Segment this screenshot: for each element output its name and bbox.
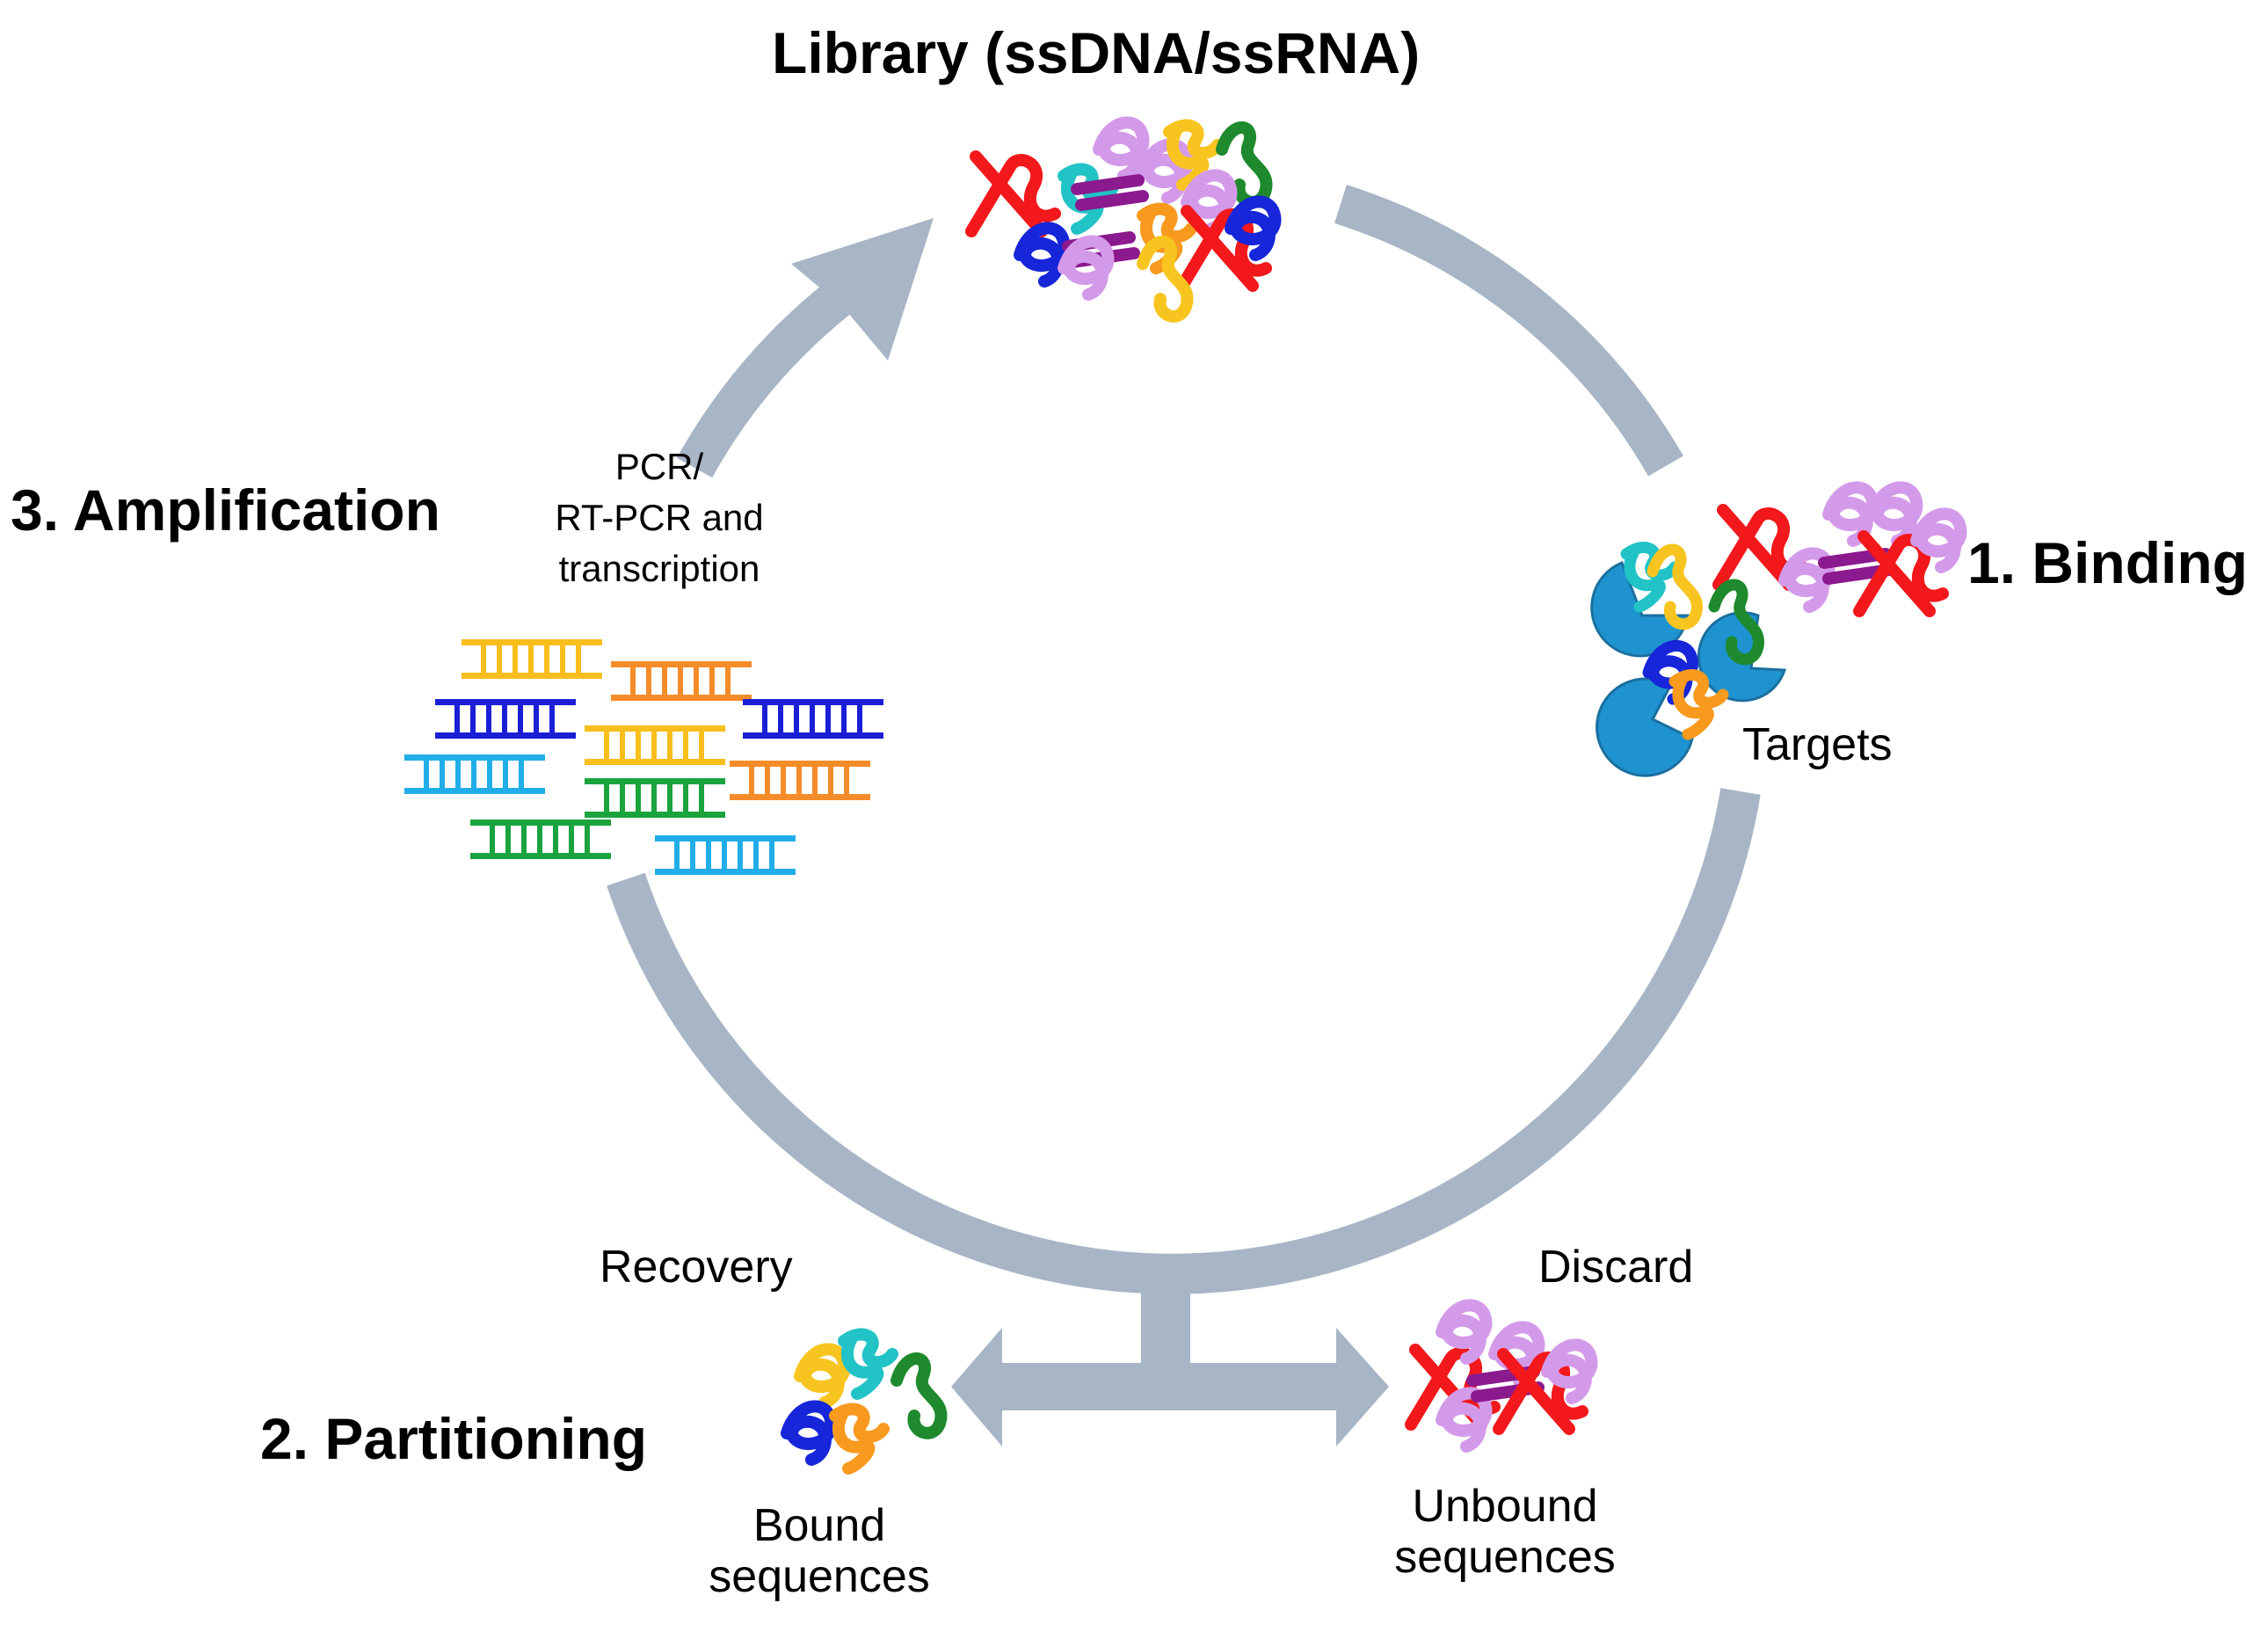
pcr-line-1: PCR/ bbox=[614, 446, 704, 487]
binding-unbound-strands bbox=[1719, 487, 1960, 611]
step-amplification: 3. Amplification bbox=[11, 477, 440, 543]
unbound-line-1: Unbound bbox=[1412, 1481, 1598, 1532]
step-partitioning: 2. Partitioning bbox=[260, 1406, 648, 1471]
recovery-label: Recovery bbox=[600, 1242, 793, 1293]
targets-label: Targets bbox=[1742, 719, 1893, 770]
dsdna-ladder-icon bbox=[404, 639, 883, 875]
bound-strands bbox=[787, 1335, 941, 1468]
double-arrow bbox=[951, 1293, 1389, 1446]
unbound-strands bbox=[1411, 1305, 1591, 1446]
bound-sequences-label: Bound sequences bbox=[687, 1500, 951, 1602]
library-strands bbox=[971, 122, 1275, 316]
step-binding: 1. Binding bbox=[1967, 530, 2248, 595]
bound-line-2: sequences bbox=[709, 1551, 930, 1603]
pcr-line-2: RT-PCR and bbox=[555, 496, 764, 538]
bound-line-1: Bound bbox=[752, 1500, 886, 1551]
unbound-sequences-label: Unbound sequences bbox=[1373, 1481, 1637, 1583]
unbound-line-2: sequences bbox=[1394, 1532, 1616, 1584]
diagram-title: Library (ssDNA/ssRNA) bbox=[772, 20, 1421, 85]
pcr-line-3: transcription bbox=[558, 547, 760, 589]
cycle-arrowhead bbox=[791, 218, 934, 361]
pcr-label: PCR/ RT-PCR and transcription bbox=[527, 441, 791, 594]
discard-label: Discard bbox=[1538, 1242, 1694, 1293]
cycle-arrow bbox=[607, 185, 1761, 1294]
